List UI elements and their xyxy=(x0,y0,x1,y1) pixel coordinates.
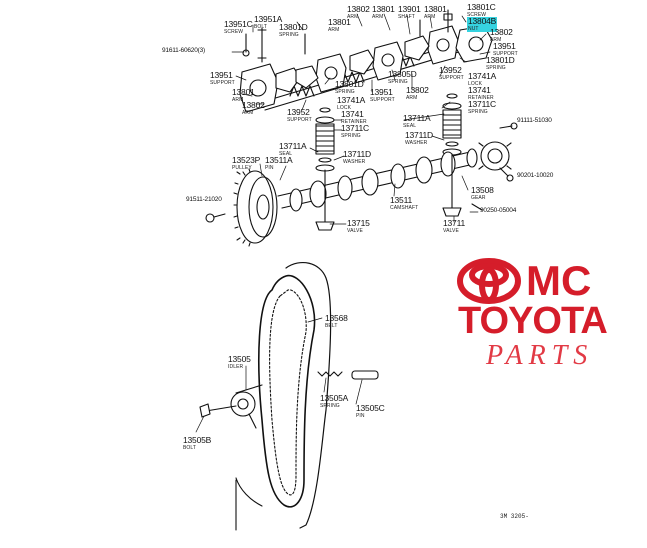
part-label[interactable]: 90250-05004 xyxy=(480,207,517,214)
idler-bolt xyxy=(199,403,237,418)
part-label[interactable]: 91611-60620(3) xyxy=(162,47,205,54)
timing-belt xyxy=(258,275,316,508)
camshaft xyxy=(277,148,478,212)
valve-spring-group-left xyxy=(315,107,335,172)
idler-pulley xyxy=(230,384,263,429)
valve-left xyxy=(315,169,335,231)
figure-code: 3M 3205- xyxy=(500,513,529,520)
rocker-shaft-assembly xyxy=(239,9,493,113)
watermark-mc: MC xyxy=(526,257,592,304)
valve-spring-group-right xyxy=(442,93,462,156)
watermark-toyota: TOYOTA xyxy=(458,300,608,342)
toyota-emblem-icon xyxy=(457,258,521,304)
valve-right xyxy=(442,153,462,217)
camshaft-pulley xyxy=(205,168,278,247)
tension-spring xyxy=(317,371,343,377)
part-label[interactable]: 91111-51030 xyxy=(517,117,552,124)
camshaft-gear xyxy=(478,122,518,182)
part-label[interactable]: 91511-21020 xyxy=(186,196,222,203)
timing-belt-cover xyxy=(235,261,332,531)
watermark-parts: PARTS xyxy=(486,340,594,371)
tension-pin xyxy=(351,370,379,380)
part-label[interactable]: 90201-10020 xyxy=(517,172,554,179)
